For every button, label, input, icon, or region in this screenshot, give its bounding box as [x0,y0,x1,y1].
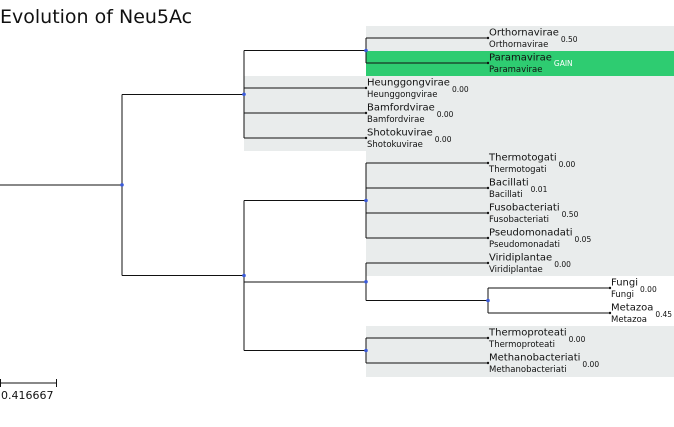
leaf-dot-shotokuvirae [364,136,368,140]
leaf-score-methanobacteriati: 0.00 [582,360,599,369]
leaf-subname-fusobacteriati: Fusobacteriati [489,215,549,225]
scale-bar-label: 0.416667 [1,389,54,402]
node-dot-opisth [486,298,490,303]
leaf-score-heunggongvirae: 0.00 [452,85,469,94]
leaf-subname-metazoa: Metazoa [611,315,647,325]
leaf-score-thermoproteati: 0.00 [569,335,586,344]
leaf-subname-paramavirae: Paramavirae [489,65,542,75]
tree-title: Evolution of Neu5Ac [0,6,193,28]
leaf-dot-paramavirae [486,61,490,65]
leaf-name-bacillati: Bacillati [489,178,529,189]
leaf-name-metazoa: Metazoa [611,303,653,314]
leaf-subname-thermotogati: Thermotogati [488,165,546,175]
node-dot-euk [364,279,368,284]
leaf-name-methanobacteriati: Methanobacteriati [489,353,580,364]
leaf-score-viridiplantae: 0.00 [554,260,571,269]
leaf-score-metazoa: 0.45 [655,310,672,319]
leaf-score-fusobacteriati: 0.50 [562,210,579,219]
node-dot-bacteria [364,198,368,203]
leaf-dot-fungi [608,286,612,290]
leaf-subname-shotokuvirae: Shotokuvirae [367,140,423,150]
leaf-score-thermotogati: 0.00 [559,160,576,169]
leaf-dot-metazoa [608,311,612,315]
leaf-score-bacillati: 0.01 [531,185,548,194]
leaf-dot-heunggongvirae [364,86,368,90]
leaf-dot-bacillati [486,186,490,190]
node-dot-viruses [242,92,246,97]
leaf-name-bamfordvirae: Bamfordvirae [367,103,435,114]
leaf-dot-methanobacteriati [486,361,490,365]
leaf-dot-thermoproteati [486,336,490,340]
leaf-score-bamfordvirae: 0.00 [437,110,454,119]
leaf-subname-fungi: Fungi [611,290,634,300]
leaf-dot-fusobacteriati [486,211,490,215]
leaf-score-shotokuvirae: 0.00 [435,135,452,144]
node-dot-archaea [364,348,368,353]
leaf-subname-bacillati: Bacillati [489,190,523,200]
leaf-name-pseudomonadati: Pseudomonadati [489,228,573,239]
leaf-score-paramavirae: GAIN [554,59,573,68]
node-dot-root [120,183,124,187]
node-dot-cellular [242,273,246,278]
leaf-subname-heunggongvirae: Heunggongvirae [367,90,438,100]
leaf-name-fungi: Fungi [611,278,638,289]
leaf-name-thermoproteati: Thermoproteati [488,328,567,339]
leaf-name-shotokuvirae: Shotokuvirae [367,128,433,139]
leaf-score-fungi: 0.00 [640,285,657,294]
leaf-subname-bamfordvirae: Bamfordvirae [367,115,425,125]
leaf-score-orthornavirae: 0.50 [561,35,578,44]
leaf-dot-thermotogati [486,161,490,165]
clade-shade-archaea [366,326,674,377]
leaf-name-thermotogati: Thermotogati [488,153,557,164]
leaf-subname-viridiplantae: Viridiplantae [489,265,543,275]
clade-shade-bacteria [366,151,674,251]
leaf-subname-thermoproteati: Thermoproteati [488,340,555,350]
leaf-name-paramavirae: Paramavirae [489,53,552,64]
leaf-subname-orthornavirae: Orthornavirae [489,40,548,50]
leaf-name-orthornavirae: Orthornavirae [489,28,559,39]
leaf-name-viridiplantae: Viridiplantae [489,253,552,264]
leaf-subname-methanobacteriati: Methanobacteriati [489,365,567,375]
leaf-dot-orthornavirae [486,36,490,40]
leaf-score-pseudomonadati: 0.05 [575,235,592,244]
leaf-dot-bamfordvirae [364,111,368,115]
leaf-dot-pseudomonadati [486,236,490,240]
leaf-subname-pseudomonadati: Pseudomonadati [489,240,560,250]
leaf-name-heunggongvirae: Heunggongvirae [367,78,450,89]
node-dot-riboviria [364,48,368,53]
leaf-name-fusobacteriati: Fusobacteriati [489,203,560,214]
leaf-dot-viridiplantae [486,261,490,265]
